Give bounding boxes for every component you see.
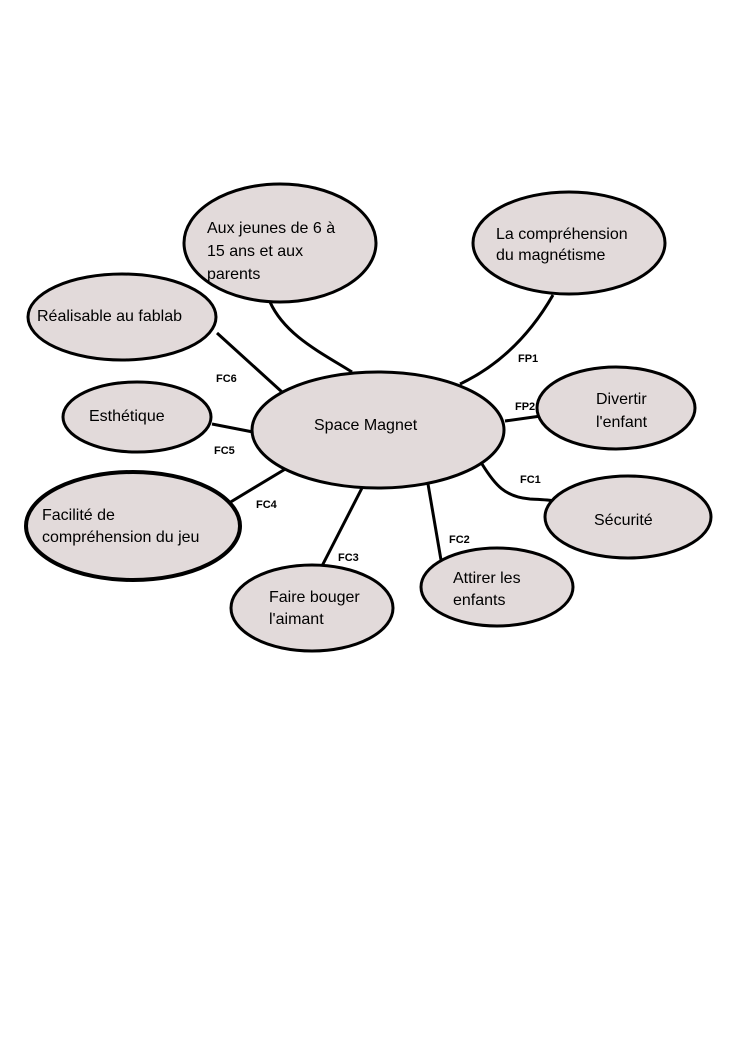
- node-text: Sécurité: [594, 512, 653, 529]
- node-text: Attirer les: [453, 570, 521, 587]
- node-text: 15 ans et aux: [207, 243, 303, 260]
- node-realisable: Réalisable au fablab: [26, 272, 218, 362]
- node-faire-bouger: Faire bouger l'aimant: [229, 563, 395, 653]
- center-text: Space Magnet: [314, 417, 418, 434]
- node-text: enfants: [453, 592, 505, 609]
- node-text: Divertir: [596, 391, 647, 408]
- link-fp1: [459, 294, 555, 386]
- function-label-fp2: FP2: [515, 401, 535, 413]
- function-label-fc3: FC3: [338, 552, 359, 564]
- function-label-fp1: FP1: [518, 353, 538, 365]
- node-text: Esthétique: [89, 408, 165, 425]
- node-securite: Sécurité: [543, 474, 713, 560]
- node-text: Faire bouger: [269, 589, 360, 606]
- function-label-fc2: FC2: [449, 534, 470, 546]
- node-text: parents: [207, 266, 260, 283]
- node-divertir: Divertir l'enfant: [535, 365, 697, 451]
- link-fc5: [211, 422, 254, 434]
- node-text: Facilité de: [42, 507, 115, 524]
- function-label-fc1: FC1: [520, 474, 541, 486]
- node-text: Aux jeunes de 6 à: [207, 220, 335, 237]
- function-label-fc5: FC5: [214, 445, 235, 457]
- link-fc3: [320, 487, 364, 567]
- link-fc4: [228, 466, 288, 505]
- node-center: Space Magnet: [250, 370, 506, 490]
- node-esthetique: Esthétique: [61, 380, 213, 454]
- link-fc2: [426, 483, 443, 561]
- node-text: l'enfant: [596, 414, 648, 431]
- node-text: La compréhension: [496, 226, 628, 243]
- node-aux-jeunes: Aux jeunes de 6 à 15 ans et aux parents: [182, 182, 378, 304]
- function-label-fc6: FC6: [216, 373, 237, 385]
- node-text: compréhension du jeu: [42, 529, 199, 546]
- node-text: l'aimant: [269, 611, 324, 628]
- link-aux-jeunes: [268, 301, 353, 374]
- node-text: du magnétisme: [496, 247, 605, 264]
- node-attirer: Attirer les enfants: [419, 546, 575, 628]
- link-fc6: [215, 331, 284, 394]
- node-facilite: Facilité de compréhension du jeu: [24, 470, 242, 582]
- node-comprehension: La compréhension du magnétisme: [471, 190, 667, 296]
- function-label-fc4: FC4: [256, 499, 278, 511]
- node-text: Réalisable au fablab: [37, 308, 182, 325]
